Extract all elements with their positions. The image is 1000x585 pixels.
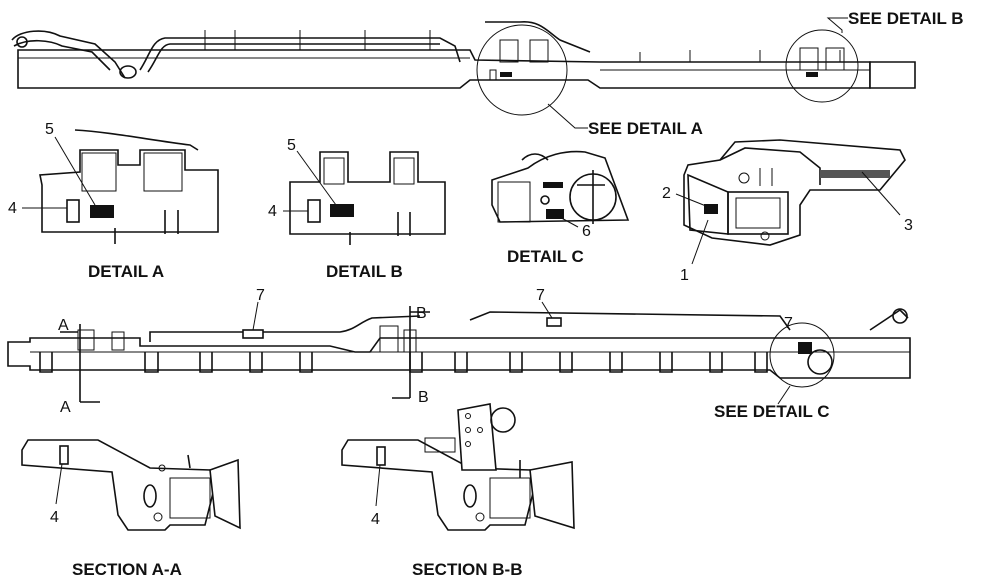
- callout-6-detail-c: 6: [582, 223, 591, 240]
- callout-2: 2: [662, 185, 671, 202]
- end-bracket-drawing: [675, 139, 906, 265]
- cut-label-a-top: A: [58, 317, 69, 334]
- detail-c-drawing: [491, 150, 630, 228]
- callout-7-right: 7: [784, 315, 793, 332]
- detail-b-drawing: [283, 150, 446, 245]
- detail-c-title: DETAIL C: [507, 247, 584, 266]
- callout-4-section-bb: 4: [371, 511, 380, 528]
- callout-4-detail-a: 4: [8, 200, 17, 217]
- callout-4-detail-b: 4: [268, 203, 277, 220]
- section-aa-title: SECTION A-A: [72, 560, 182, 579]
- callout-4-section-aa: 4: [50, 509, 59, 526]
- detail-b-circle: [785, 29, 859, 103]
- cut-label-b-top: B: [416, 305, 427, 322]
- section-bb-title: SECTION B-B: [412, 560, 523, 579]
- section-aa-drawing: [21, 439, 241, 531]
- side-frame-view: [7, 301, 911, 405]
- detail-b-title: DETAIL B: [326, 262, 403, 281]
- cut-label-a-bottom: A: [60, 399, 71, 416]
- see-detail-b-label: SEE DETAIL B: [848, 9, 964, 28]
- detail-a-drawing: [22, 129, 219, 244]
- detail-a-circle: [476, 24, 568, 116]
- section-bb-drawing: [341, 403, 575, 531]
- top-frame-view: [11, 17, 916, 129]
- detail-c-circle: [769, 322, 835, 388]
- callout-7-middle: 7: [536, 287, 545, 304]
- callout-3: 3: [904, 217, 913, 234]
- detail-a-title: DETAIL A: [88, 262, 164, 281]
- see-detail-c-label: SEE DETAIL C: [714, 402, 830, 421]
- callout-5-detail-a: 5: [45, 121, 54, 138]
- see-detail-a-label: SEE DETAIL A: [588, 119, 703, 138]
- cut-label-b-bottom: B: [418, 389, 429, 406]
- callout-7-left: 7: [256, 287, 265, 304]
- callout-5-detail-b: 5: [287, 137, 296, 154]
- callout-1: 1: [680, 267, 689, 284]
